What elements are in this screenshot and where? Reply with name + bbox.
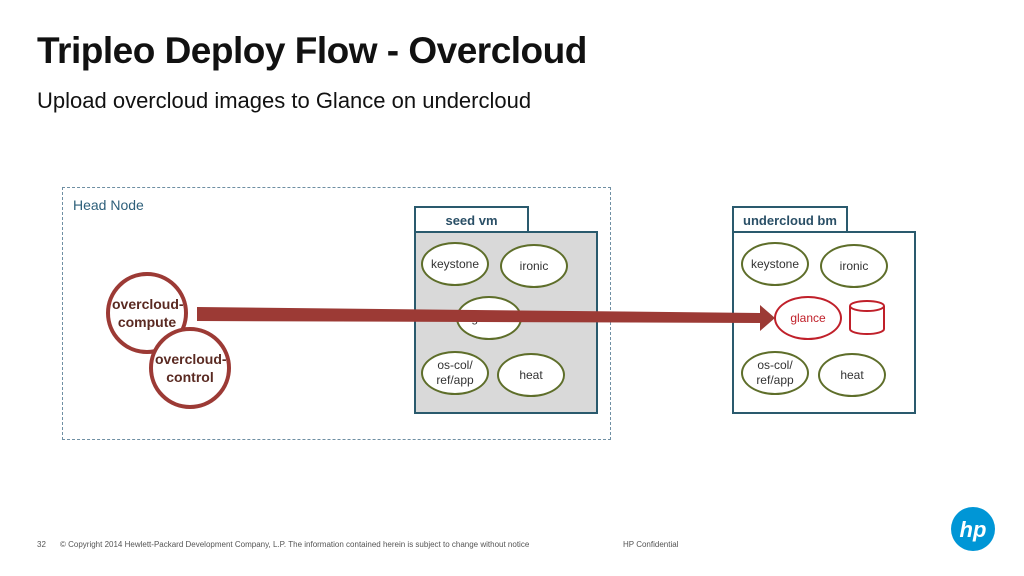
undercloud-ironic: ironic (820, 244, 888, 288)
slide-title: Tripleo Deploy Flow - Overcloud (37, 30, 587, 71)
slide-subtitle: Upload overcloud images to Glance on und… (37, 88, 532, 113)
undercloud-os-col-label: os-col/ ref/app (756, 358, 794, 387)
undercloud-bm-tab: undercloud bm (732, 206, 848, 232)
undercloud-heat: heat (818, 353, 886, 397)
undercloud-os-col: os-col/ ref/app (741, 351, 809, 395)
page-number: 32 (37, 540, 46, 549)
undercloud-keystone: keystone (741, 242, 809, 286)
overcloud-control-image: overcloud-control (149, 327, 231, 409)
overcloud-compute-label: overcloud-compute (112, 296, 184, 330)
seed-keystone: keystone (421, 242, 489, 286)
seed-ironic: ironic (500, 244, 568, 288)
seed-heat: heat (497, 353, 565, 397)
head-node-label: Head Node (73, 197, 144, 213)
copyright-notice: © Copyright 2014 Hewlett-Packard Develop… (60, 540, 530, 549)
seed-vm-tab: seed vm (414, 206, 529, 232)
seed-os-col: os-col/ ref/app (421, 351, 489, 395)
database-icon (849, 300, 885, 335)
seed-os-col-label: os-col/ ref/app (436, 358, 474, 387)
confidential-label: HP Confidential (623, 540, 679, 549)
hp-logo-text: hp (960, 517, 987, 542)
hp-logo: hp (951, 507, 995, 551)
overcloud-control-label: overcloud-control (155, 351, 227, 385)
